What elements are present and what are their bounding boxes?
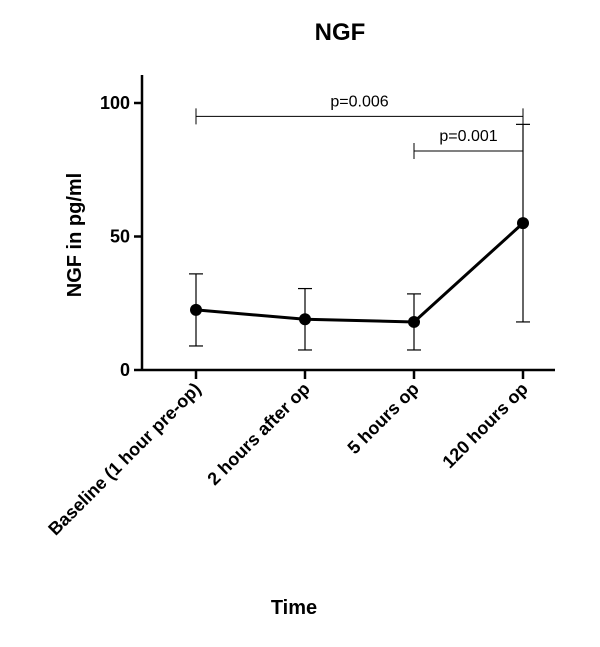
- y-tick-label: 100: [100, 93, 130, 113]
- significance-bracket: p=0.001: [413, 128, 524, 160]
- y-ticks: 0 50 100: [100, 93, 142, 380]
- significance-annotations: p=0.006 p=0.001: [195, 93, 524, 160]
- y-axis-label: NGF in pg/ml: [64, 173, 86, 297]
- significance-bracket: p=0.006: [195, 93, 524, 125]
- data-point: [299, 313, 311, 326]
- error-bars: [189, 123, 530, 351]
- data-points: [190, 217, 529, 328]
- x-tick-label: 5 hours op: [344, 379, 423, 458]
- y-tick-label: 0: [120, 360, 130, 380]
- x-ticks: Baseline (1 hour pre-op)2 hours after op…: [44, 370, 532, 539]
- p-value-label: p=0.006: [330, 93, 388, 110]
- p-value-label: p=0.001: [439, 128, 497, 145]
- x-axis-label: Time: [271, 597, 317, 619]
- data-point: [190, 303, 202, 316]
- x-tick-label: 2 hours after op: [203, 379, 313, 489]
- y-tick-label: 50: [110, 227, 130, 247]
- x-tick-label: 120 hours op: [438, 379, 531, 472]
- x-tick-label: Baseline (1 hour pre-op): [44, 379, 205, 540]
- data-point: [517, 217, 529, 230]
- chart-title: NGF: [315, 19, 366, 46]
- data-point: [408, 315, 420, 328]
- series-line: [195, 222, 525, 324]
